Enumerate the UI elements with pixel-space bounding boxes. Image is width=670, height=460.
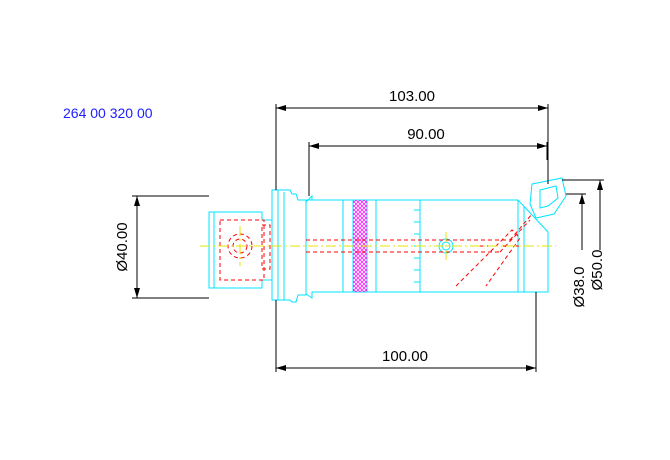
dim-overall-length: 103.00: [389, 88, 435, 105]
dimension-lines: [132, 104, 604, 372]
scale-marks: [414, 209, 420, 283]
cutting-insert: [529, 177, 567, 219]
part-number-label: 264 00 320 00: [63, 105, 153, 121]
flange-outline: [271, 189, 307, 303]
dim-outer-diameter: Ø50.0: [589, 250, 606, 291]
centerlines: [200, 226, 556, 266]
shank-bore: [219, 219, 265, 281]
dim-inner-length: 90.00: [407, 126, 445, 143]
arrowheads: [134, 105, 603, 371]
tool-outline: [208, 177, 567, 303]
dim-length-lower: 100.00: [382, 348, 428, 365]
dim-bore-diameter: Ø38.0: [571, 267, 588, 308]
dim-shank-diameter: Ø40.00: [114, 222, 131, 271]
head-outline: [420, 199, 549, 293]
coolant-channel: [455, 229, 521, 287]
